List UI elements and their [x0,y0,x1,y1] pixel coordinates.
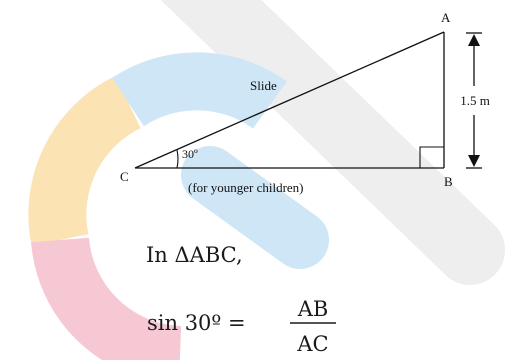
angle-arc [176,149,179,169]
watermark-yellow-arc [28,75,142,246]
triangle-figure: A B C Slide 30º 1.5 m (for younger child… [120,10,490,195]
equation-left-side: sin 30º = [147,311,246,335]
slide-label: Slide [250,78,277,93]
watermark-blue-tail [181,146,329,269]
figure-caption: (for younger children) [188,180,304,195]
height-dimension-arrow [466,32,482,169]
watermark-gray-stroke [160,0,505,285]
vertex-label-c: C [120,169,129,184]
vertex-label-b: B [444,174,453,189]
watermark-blue-arc [112,52,287,130]
fraction-denominator: AC [296,332,328,356]
solution-text: In ΔABC, sin 30º = AB AC [146,243,336,356]
right-angle-marker [419,146,444,168]
side-ca-slide [134,31,445,169]
angle-label: 30º [182,147,198,161]
triangle-statement: In ΔABC, [146,243,243,267]
height-label: 1.5 m [460,93,490,108]
watermark-logo [28,0,505,360]
vertex-label-a: A [441,10,451,25]
watermark-pink-arc [31,236,182,360]
fraction-numerator: AB [297,297,329,321]
